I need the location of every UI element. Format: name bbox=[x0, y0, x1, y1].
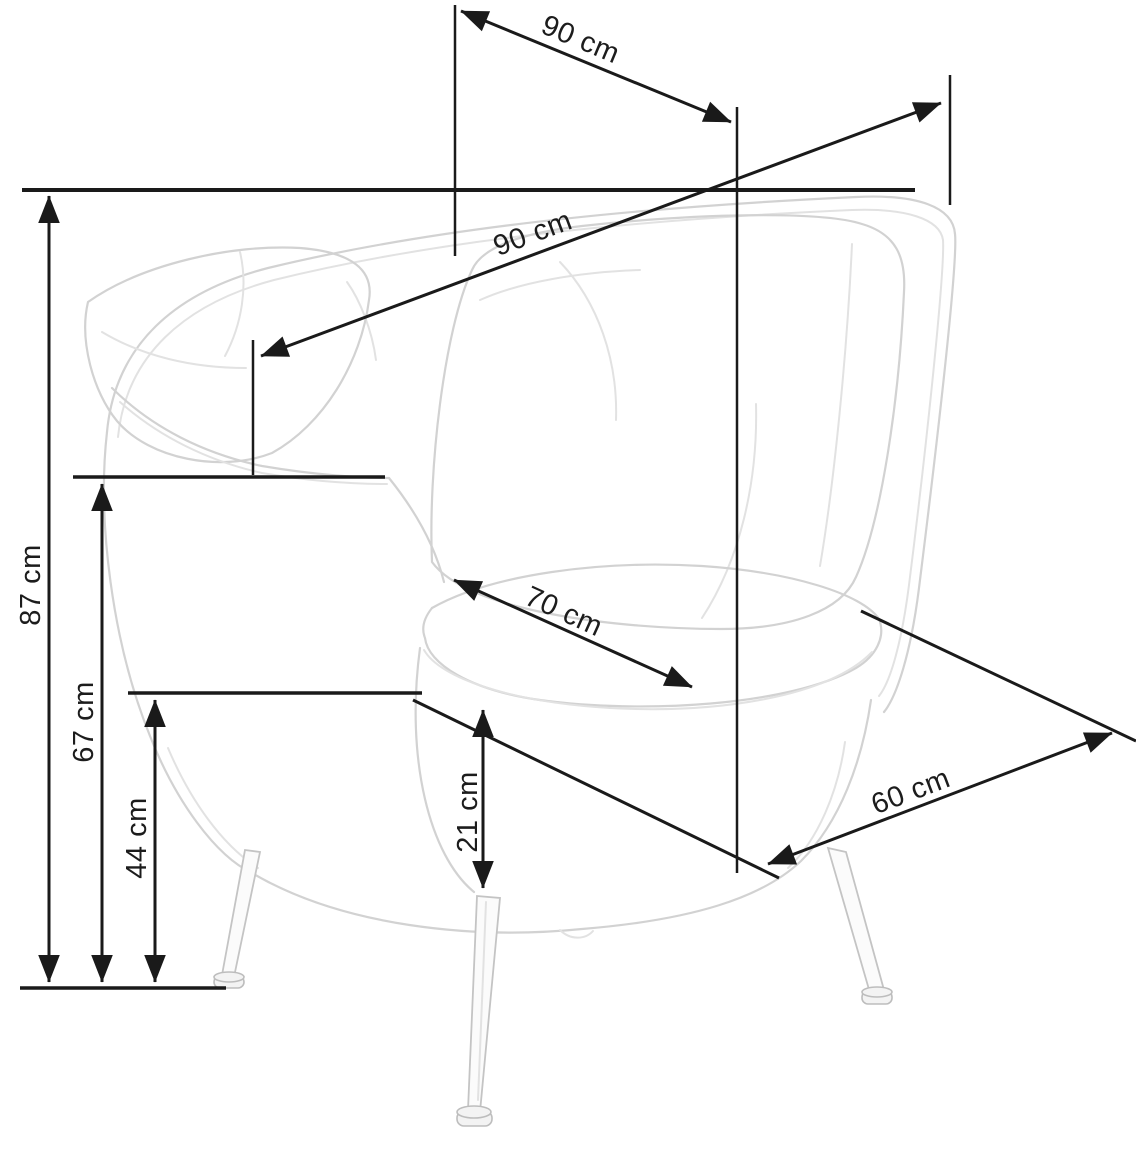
seat-depth-label: 60 cm bbox=[867, 762, 955, 821]
seat-width-label: 70 cm bbox=[520, 580, 607, 643]
backrest-sketch bbox=[105, 195, 957, 714]
right-leg bbox=[826, 846, 886, 995]
dim-armrest-height: 67 cm bbox=[68, 483, 113, 983]
armrest-height-label: 67 cm bbox=[68, 681, 100, 762]
legs-sketch bbox=[213, 846, 893, 1127]
dimension-lines: 90 cm 90 cm 87 cm 67 cm 44 cm 70 cm 21 c… bbox=[15, 5, 1136, 990]
overall-height-label: 87 cm bbox=[15, 544, 47, 625]
dim-seat-depth: 60 cm bbox=[767, 731, 1113, 866]
dim-seat-base-height: 21 cm bbox=[452, 709, 494, 889]
dim-backrest-width: 90 cm bbox=[460, 9, 732, 124]
extension-line-seat-right-diag bbox=[860, 609, 1136, 743]
dim-overall-height: 87 cm bbox=[15, 195, 60, 983]
seat-height-label: 44 cm bbox=[121, 797, 153, 878]
seat-cushion-sketch bbox=[422, 563, 883, 711]
front-left-leg bbox=[220, 848, 262, 979]
back-pillow-sketch bbox=[430, 214, 906, 631]
body-sketch bbox=[102, 386, 873, 934]
dim-seat-width: 70 cm bbox=[453, 578, 693, 689]
dim-seat-height: 44 cm bbox=[121, 699, 166, 983]
dim-frame-diagonal: 90 cm bbox=[260, 101, 942, 358]
seat-base-height-label: 21 cm bbox=[452, 771, 484, 852]
left-pillow-sketch bbox=[84, 246, 371, 464]
